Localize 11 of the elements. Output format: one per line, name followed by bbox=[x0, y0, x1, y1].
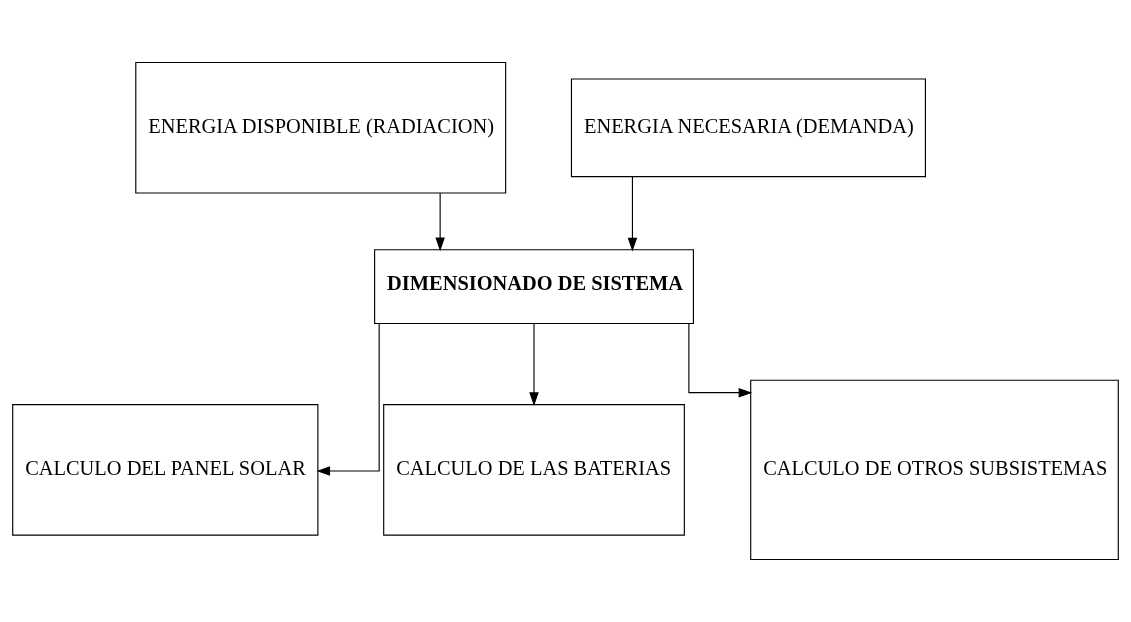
node-box: ENERGIA NECESARIA (DEMANDA) bbox=[570, 78, 926, 178]
node-box: ENERGIA DISPONIBLE (RADIACION) bbox=[135, 61, 507, 194]
arrow bbox=[435, 192, 445, 252]
node-box: CALCULO DE LAS BATERIAS bbox=[383, 404, 685, 536]
node-box: CALCULO DE OTROS SUBSISTEMAS bbox=[750, 379, 1119, 561]
arrow bbox=[627, 176, 638, 252]
arrow bbox=[316, 323, 380, 476]
node-box: CALCULO DEL PANEL SOLAR bbox=[12, 404, 319, 536]
arrow bbox=[688, 323, 753, 398]
node-box: DIMENSIONADO DE SISTEMA bbox=[374, 249, 694, 325]
arrow bbox=[529, 323, 539, 406]
